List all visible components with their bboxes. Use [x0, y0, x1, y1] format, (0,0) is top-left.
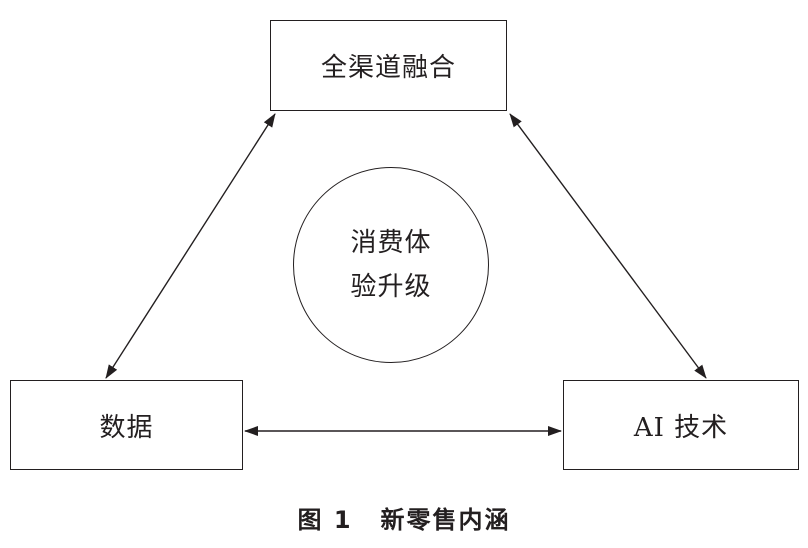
- figure-number: 图 1: [297, 506, 353, 534]
- node-data-label: 数据: [99, 412, 154, 443]
- center-label-line2: 验升级: [350, 272, 432, 302]
- center-label-line1: 消费体: [350, 228, 432, 258]
- figure-title: 新零售内涵: [380, 506, 511, 534]
- node-ai-tech: AI 技术: [563, 380, 799, 470]
- arrow-top-left: [105, 113, 276, 379]
- node-data: 数据: [10, 380, 243, 470]
- node-ai-tech-label: AI 技术: [633, 412, 729, 443]
- arrow-top-right: [509, 113, 707, 379]
- node-omnichannel: 全渠道融合: [270, 20, 507, 111]
- node-omnichannel-label: 全渠道融合: [320, 53, 456, 83]
- figure-caption: 图 1 新零售内涵: [0, 500, 808, 535]
- node-consumer-experience: 消费体 验升级: [293, 167, 489, 363]
